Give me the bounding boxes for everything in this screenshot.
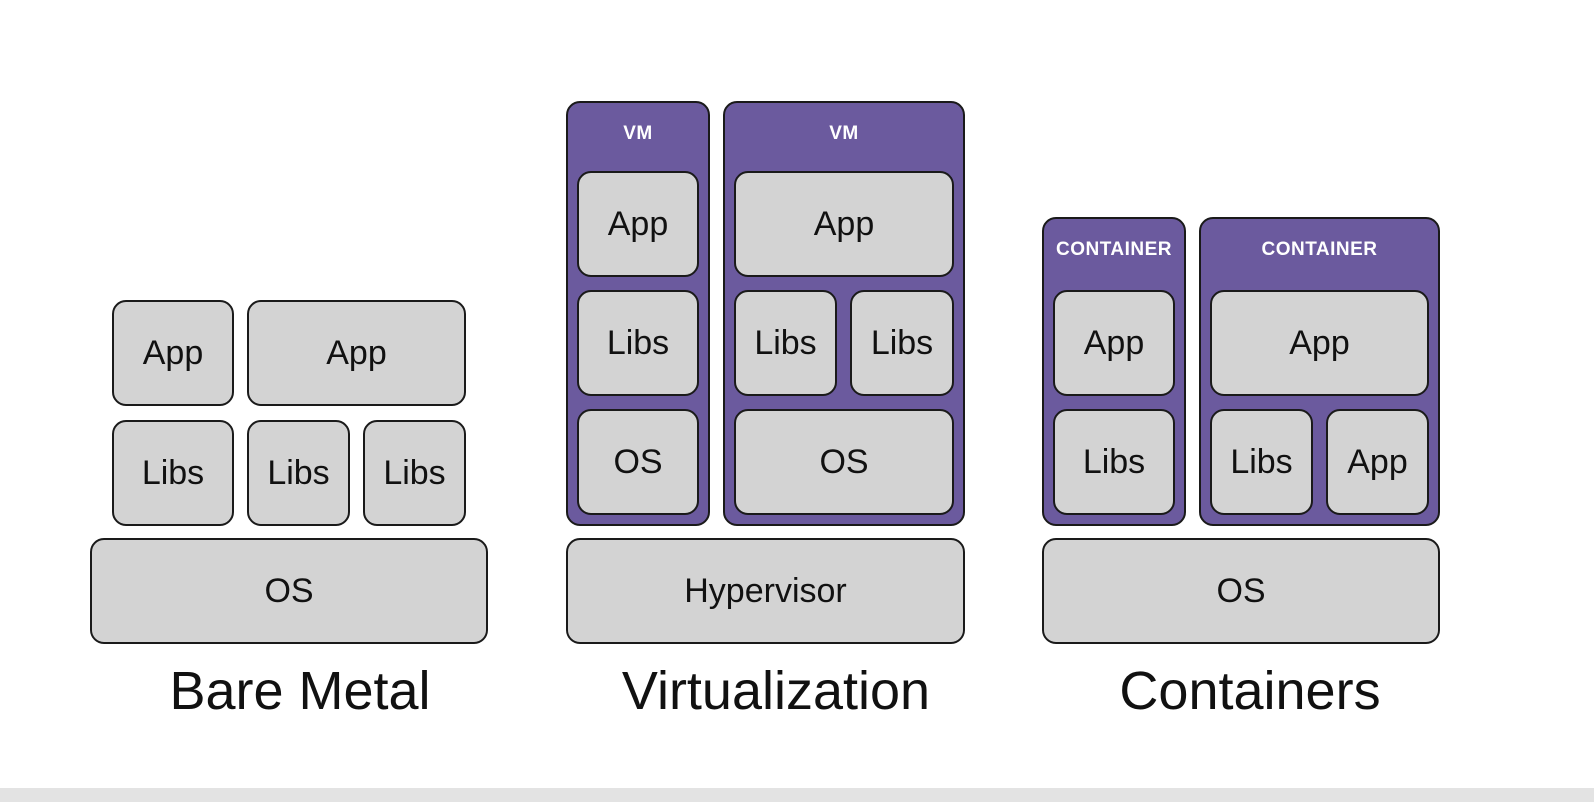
vm-1-app: App xyxy=(577,171,699,277)
vm-2-libs-1: Libs xyxy=(734,290,837,396)
container-1-libs: Libs xyxy=(1053,409,1175,515)
bare-metal-app-2: App xyxy=(247,300,466,406)
container-1-app: App xyxy=(1053,290,1175,396)
bare-metal-caption: Bare Metal xyxy=(169,661,431,721)
bare-metal-libs-2: Libs xyxy=(247,420,350,526)
vm-2-app: App xyxy=(734,171,954,277)
container-label: CONTAINER xyxy=(1261,239,1378,260)
vm-label: VM xyxy=(623,123,653,144)
bare-metal-libs-1: Libs xyxy=(112,420,234,526)
vm-1-os: OS xyxy=(577,409,699,515)
bare-metal-app-1: App xyxy=(112,300,234,406)
vm-2-os: OS xyxy=(734,409,954,515)
container-2-app: App xyxy=(1210,290,1429,396)
vm-2-libs-2: Libs xyxy=(850,290,954,396)
containers-os: OS xyxy=(1042,538,1440,644)
bare-metal-os: OS xyxy=(90,538,488,644)
container-2-app-2: App xyxy=(1326,409,1429,515)
container-2-libs: Libs xyxy=(1210,409,1313,515)
vm-1-libs: Libs xyxy=(577,290,699,396)
containers-caption: Containers xyxy=(1119,661,1381,721)
virtualization-caption: Virtualization xyxy=(621,661,931,721)
container-label: CONTAINER xyxy=(1055,239,1173,260)
vm-label: VM xyxy=(829,123,859,144)
hypervisor: Hypervisor xyxy=(566,538,965,644)
bare-metal-libs-3: Libs xyxy=(363,420,466,526)
bottom-bar xyxy=(0,788,1594,802)
